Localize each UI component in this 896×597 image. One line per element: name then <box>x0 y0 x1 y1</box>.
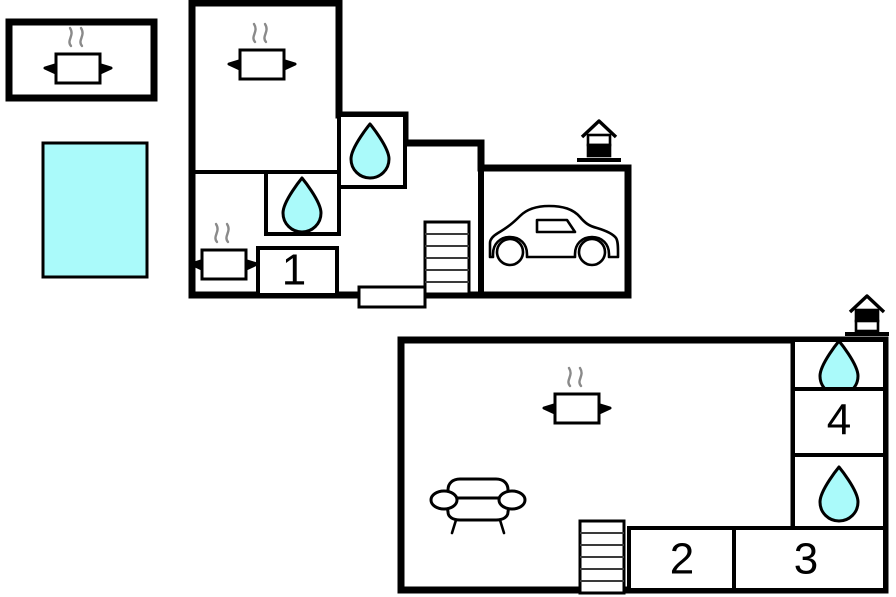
lower-bedroom-4-room <box>791 387 887 457</box>
upper-level-plan: 1 <box>188 0 632 309</box>
lower-bedroom-3-room <box>732 526 887 592</box>
lower-level-plan: 4 2 3 <box>397 294 889 595</box>
room-number-3: 3 <box>794 535 818 584</box>
room-number-1: 1 <box>282 246 306 295</box>
house-entrance-icon <box>580 119 618 158</box>
room-number-4: 4 <box>827 396 851 445</box>
swimming-pool <box>41 141 149 279</box>
upper-garage-notch <box>405 139 628 172</box>
door-icon <box>357 285 427 309</box>
stairs-icon <box>423 220 471 296</box>
room-number-2: 2 <box>670 535 694 584</box>
detached-kitchen-building <box>5 18 158 102</box>
swimming-pool-outline <box>41 141 149 279</box>
lower-bedroom-2-room <box>627 526 736 592</box>
upper-bedroom-1-room <box>256 246 339 297</box>
stairs-icon <box>578 519 626 595</box>
house-entrance-icon <box>848 294 886 333</box>
